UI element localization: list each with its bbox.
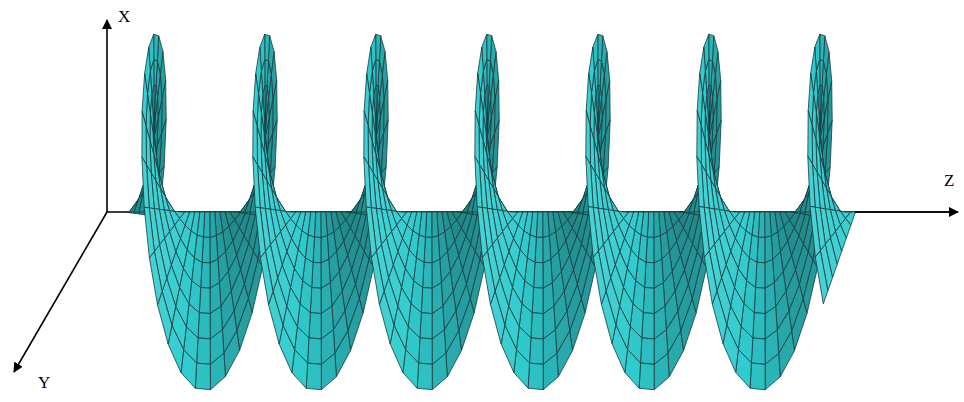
surface-patch	[528, 363, 543, 390]
surface-patch	[475, 157, 482, 208]
surface-patch	[321, 236, 329, 263]
surface-patch	[142, 157, 149, 208]
surface-patch	[751, 338, 765, 365]
surface-patch	[376, 60, 380, 86]
surface-patch	[598, 34, 603, 61]
surface-patch	[310, 288, 321, 314]
surface-patch	[142, 111, 147, 164]
surface-patch	[810, 206, 820, 257]
surface-patch	[265, 60, 269, 86]
surface-patch	[366, 207, 376, 258]
surface-patch	[210, 236, 218, 263]
surface-patch	[531, 313, 543, 339]
surface-patch	[210, 212, 217, 237]
surface-patch	[376, 34, 381, 61]
surface-patch	[371, 251, 384, 304]
surface-patch	[532, 288, 543, 314]
surface-patch	[598, 60, 602, 87]
surface-patch	[530, 338, 544, 364]
surface-patch	[417, 363, 432, 390]
surface-patch	[709, 34, 714, 61]
surface-patch	[432, 236, 440, 263]
surface-patch	[421, 288, 432, 314]
surface-patch	[419, 338, 433, 364]
surface-patch	[588, 207, 598, 258]
surface-patch	[255, 207, 265, 258]
surface-patch	[475, 111, 480, 165]
coordinate-axes	[14, 20, 958, 372]
surface-patch	[260, 251, 273, 304]
surface-patch	[432, 259, 441, 288]
surface-patch	[265, 34, 270, 61]
surface-patch	[820, 34, 825, 61]
surface-patch	[198, 313, 210, 339]
surface-patch	[543, 236, 551, 263]
surface-patch	[144, 207, 154, 257]
surface-patch	[765, 259, 774, 288]
surface-patch	[199, 288, 210, 314]
surface-patch	[482, 251, 495, 304]
surface-patch	[364, 157, 371, 208]
surface-patch	[308, 338, 322, 364]
surface-patch	[195, 363, 210, 390]
surface-patch	[543, 259, 552, 288]
surface-patch	[420, 313, 432, 339]
surface-patch	[697, 111, 702, 165]
surface-patch	[487, 60, 491, 86]
surface-patch	[654, 259, 663, 288]
surface-patch	[154, 60, 158, 86]
surface-patch	[639, 363, 654, 390]
surface-patch	[253, 157, 260, 208]
surface-patch	[593, 251, 606, 304]
surface-patch	[704, 251, 717, 304]
y-axis-label: Y	[38, 374, 50, 391]
surface-patch	[697, 156, 704, 207]
surface-patch	[808, 111, 813, 165]
surface-patch	[487, 34, 492, 61]
surface-patch	[815, 251, 828, 304]
surface-patch	[654, 236, 662, 263]
surface-patch	[820, 60, 824, 87]
surface-patch	[309, 313, 321, 339]
surface-patch	[641, 338, 655, 365]
surface-patch	[321, 212, 328, 237]
x-axis-label: X	[118, 8, 130, 25]
y-axis	[14, 212, 107, 372]
surface-patch	[210, 259, 219, 288]
surface-patch	[364, 111, 369, 165]
surface-patch	[753, 313, 765, 339]
surface-patch	[642, 313, 654, 339]
surface-patch	[321, 259, 330, 288]
x-axis	[106, 20, 108, 212]
surface-patch	[543, 212, 550, 237]
surface-patch	[253, 111, 258, 165]
surface-patch	[643, 288, 654, 314]
surface-patch	[750, 363, 765, 390]
surface-patch	[654, 212, 661, 237]
surface-patch	[197, 338, 211, 364]
z-axis-label: Z	[944, 172, 954, 189]
surface-patch	[699, 207, 709, 258]
surface-patch	[306, 363, 321, 390]
surface-patch	[765, 236, 773, 263]
surface-patch	[808, 156, 815, 207]
surface-patch	[432, 212, 439, 237]
surface-patch	[709, 60, 713, 87]
surface-patch	[586, 157, 593, 208]
surface-patch	[477, 207, 487, 258]
helicoid-surface	[124, 34, 856, 390]
surface-patch	[154, 34, 159, 61]
surface-patch	[754, 288, 765, 314]
surface-patch	[586, 111, 591, 165]
surface-patch	[149, 251, 162, 304]
z-axis-front	[855, 211, 950, 213]
surface-patch	[765, 212, 772, 237]
